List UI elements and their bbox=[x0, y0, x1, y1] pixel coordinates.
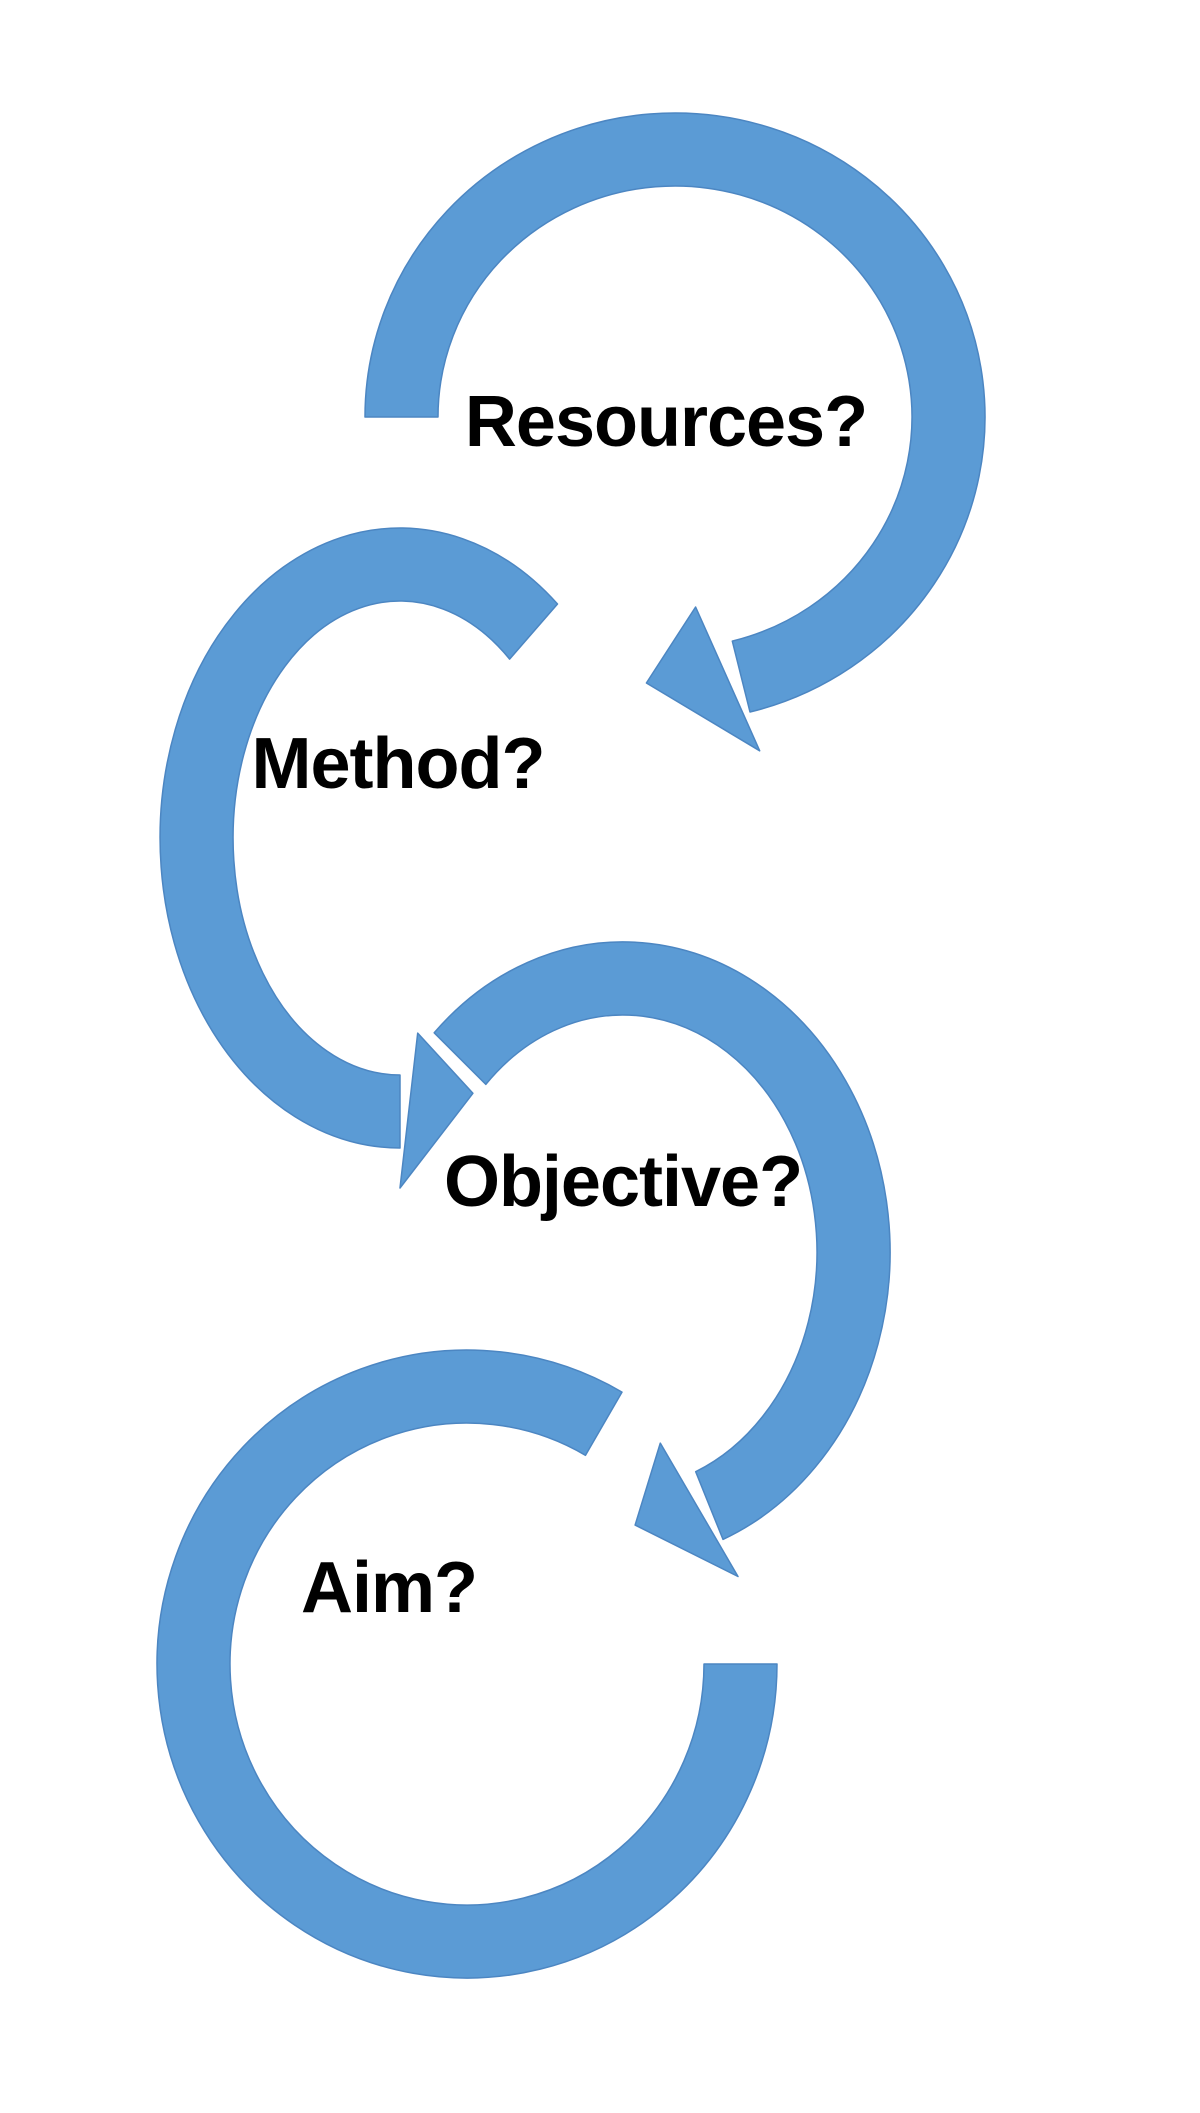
circular-arrow-icon bbox=[433, 941, 891, 1578]
step-aim: Aim? bbox=[156, 1349, 778, 1979]
circular-arrow-icon bbox=[156, 1349, 778, 1979]
step-label-objective: Objective? bbox=[444, 1142, 802, 1222]
step-label-aim: Aim? bbox=[301, 1548, 477, 1628]
step-objective: Objective? bbox=[433, 941, 891, 1578]
step-resources: Resources? bbox=[364, 112, 986, 752]
step-method: Method? bbox=[159, 527, 559, 1189]
step-label-method: Method? bbox=[252, 724, 545, 804]
circular-arrow-icon bbox=[159, 527, 559, 1189]
step-label-resources: Resources? bbox=[465, 382, 867, 462]
circular-arrow-icon bbox=[364, 112, 986, 752]
